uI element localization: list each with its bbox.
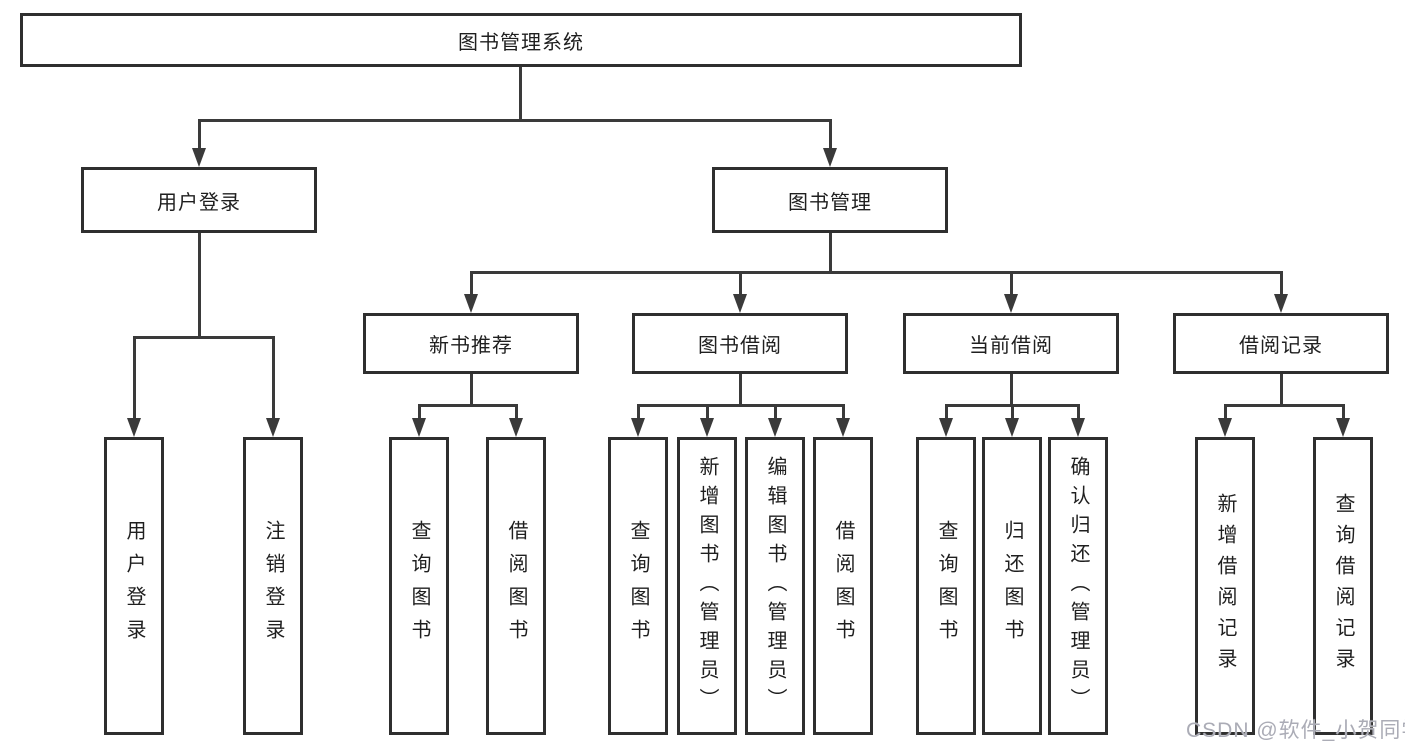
- arrow-down-icon: [768, 418, 782, 437]
- node-borrowing: 图书借阅: [632, 313, 848, 374]
- node-label: 新书推荐: [429, 335, 513, 357]
- leaf-logout: 注销登录: [243, 437, 303, 735]
- connector-user-login-splitter: [133, 336, 275, 339]
- arrow-down-icon: [1071, 418, 1085, 437]
- node-book-mgmt: 图书管理: [712, 167, 948, 233]
- connector-drop: [1011, 404, 1014, 420]
- node-label: 编辑图书（管理员）: [764, 455, 786, 717]
- leaf-borrow-books-recommend: 借阅图书: [486, 437, 546, 735]
- connector-drop: [1077, 404, 1080, 420]
- arrow-down-icon: [1005, 418, 1019, 437]
- arrow-down-icon: [1336, 418, 1350, 437]
- connector-borrowing-splitter: [637, 404, 845, 407]
- arrow-down-icon: [509, 418, 523, 437]
- connector-drop-user-login: [198, 119, 201, 151]
- arrow-down-icon: [823, 148, 837, 167]
- connector-level2-splitter: [198, 119, 832, 122]
- node-label: 借阅图书: [832, 520, 854, 652]
- node-label: 图书借阅: [698, 335, 782, 357]
- node-label: 用户登录: [123, 520, 145, 652]
- arrow-down-icon: [464, 294, 478, 313]
- csdn-watermark: CSDN @软件_小贺同学: [1186, 719, 1405, 742]
- connector-drop: [418, 404, 421, 420]
- node-label: 图书管理: [788, 191, 872, 214]
- node-label: 新增借阅记录: [1214, 493, 1236, 679]
- connector-drop-login-leaf: [133, 336, 136, 420]
- arrow-down-icon: [127, 418, 141, 437]
- leaf-query-books-borrowing: 查询图书: [608, 437, 668, 735]
- connector-new-books-splitter: [418, 404, 518, 407]
- node-label: 查询借阅记录: [1332, 493, 1354, 679]
- node-label: 归还图书: [1001, 520, 1023, 652]
- connector-drop-records: [1280, 271, 1283, 296]
- connector-drop-new-books: [470, 271, 473, 296]
- arrow-down-icon: [1218, 418, 1232, 437]
- arrow-down-icon: [836, 418, 850, 437]
- connector-drop: [1224, 404, 1227, 420]
- connector-records-splitter: [1224, 404, 1345, 407]
- connector-drop: [842, 404, 845, 420]
- leaf-query-borrow-record: 查询借阅记录: [1313, 437, 1373, 735]
- node-label: 新增图书（管理员）: [696, 455, 718, 717]
- connector-drop: [774, 404, 777, 420]
- connector-current-stem: [1010, 374, 1013, 406]
- connector-drop-current: [1010, 271, 1013, 296]
- leaf-return-books: 归还图书: [982, 437, 1042, 735]
- connector-drop: [515, 404, 518, 420]
- arrow-down-icon: [412, 418, 426, 437]
- leaf-confirm-return-admin: 确认归还（管理员）: [1048, 437, 1108, 735]
- node-label: 借阅记录: [1239, 335, 1323, 357]
- arrow-down-icon: [1274, 294, 1288, 313]
- arrow-down-icon: [266, 418, 280, 437]
- connector-user-login-stem: [198, 233, 201, 338]
- leaf-query-books-recommend: 查询图书: [389, 437, 449, 735]
- connector-root-stem: [519, 67, 522, 121]
- node-borrow-records: 借阅记录: [1173, 313, 1389, 374]
- connector-drop: [706, 404, 709, 420]
- connector-drop-logout-leaf: [272, 336, 275, 420]
- leaf-add-borrow-record: 新增借阅记录: [1195, 437, 1255, 735]
- arrow-down-icon: [631, 418, 645, 437]
- arrow-down-icon: [939, 418, 953, 437]
- leaf-user-login: 用户登录: [104, 437, 164, 735]
- connector-drop: [945, 404, 948, 420]
- node-user-login: 用户登录: [81, 167, 317, 233]
- arrow-down-icon: [700, 418, 714, 437]
- node-label: 图书管理系统: [458, 31, 584, 54]
- leaf-edit-books-admin: 编辑图书（管理员）: [745, 437, 805, 735]
- node-label: 当前借阅: [969, 335, 1053, 357]
- arrow-down-icon: [1004, 294, 1018, 313]
- arrow-down-icon: [192, 148, 206, 167]
- node-label: 注销登录: [262, 520, 284, 652]
- connector-drop: [1342, 404, 1345, 420]
- connector-records-stem: [1280, 374, 1283, 406]
- node-label: 借阅图书: [505, 520, 527, 652]
- leaf-borrow-books: 借阅图书: [813, 437, 873, 735]
- connector-drop-book-mgmt: [829, 119, 832, 151]
- leaf-query-books-current: 查询图书: [916, 437, 976, 735]
- connector-book-mgmt-stem: [829, 233, 832, 273]
- connector-borrowing-stem: [739, 374, 742, 406]
- node-root-library-system: 图书管理系统: [20, 13, 1022, 67]
- connector-new-books-stem: [470, 374, 473, 406]
- arrow-down-icon: [733, 294, 747, 313]
- connector-drop-borrowing: [739, 271, 742, 296]
- node-new-books: 新书推荐: [363, 313, 579, 374]
- leaf-add-books-admin: 新增图书（管理员）: [677, 437, 737, 735]
- node-label: 用户登录: [157, 191, 241, 214]
- node-label: 确认归还（管理员）: [1067, 455, 1089, 717]
- node-label: 查询图书: [935, 520, 957, 652]
- node-current-borrow: 当前借阅: [903, 313, 1119, 374]
- connector-level3-splitter: [470, 271, 1283, 274]
- node-label: 查询图书: [408, 520, 430, 652]
- node-label: 查询图书: [627, 520, 649, 652]
- connector-drop: [637, 404, 640, 420]
